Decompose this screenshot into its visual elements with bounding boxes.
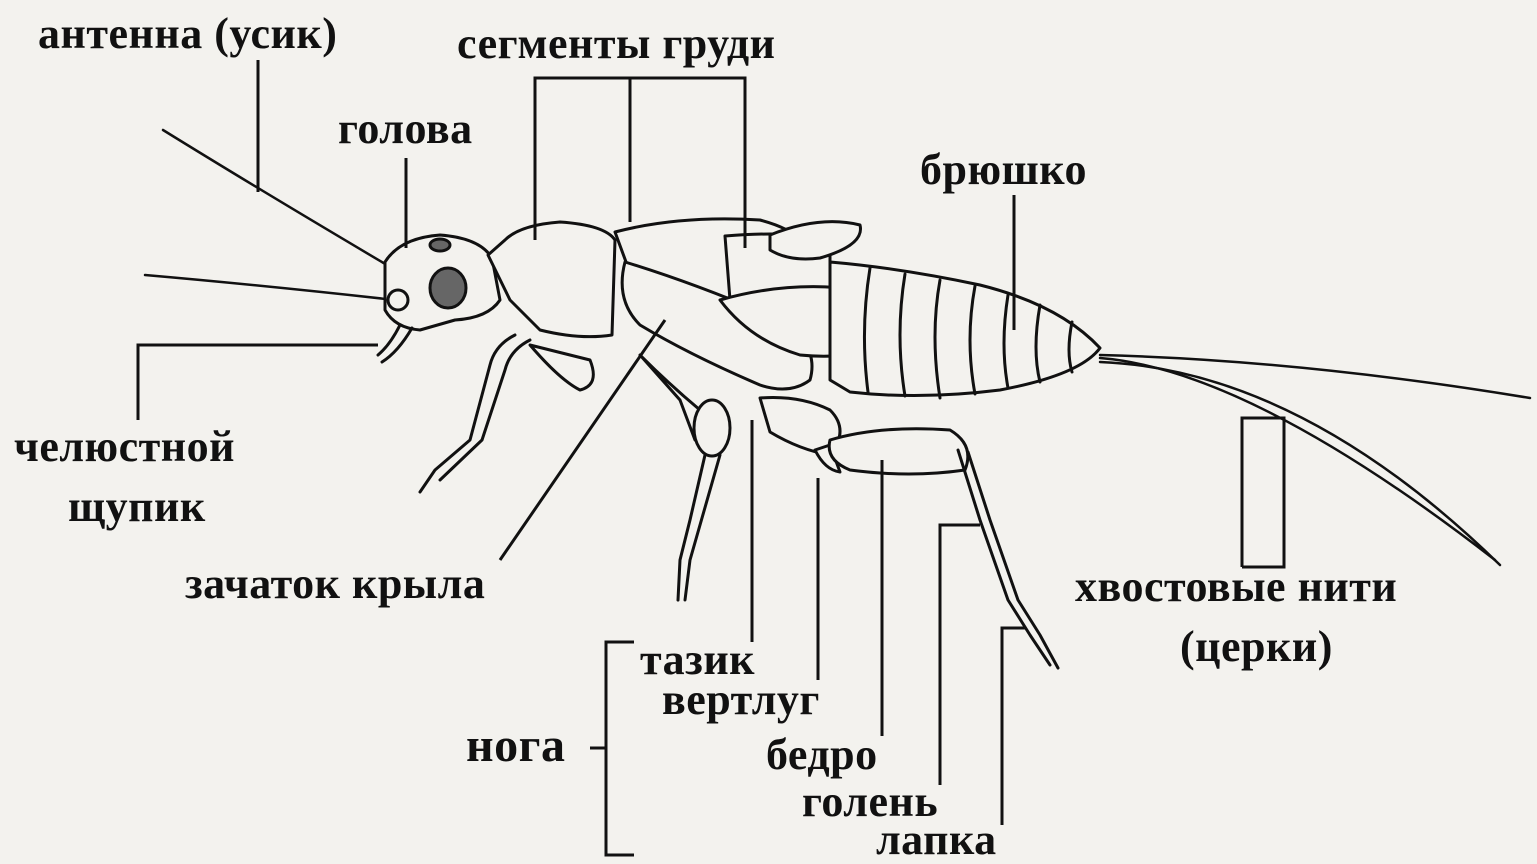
femur-label: бедро [766,733,878,777]
head-drawing [378,235,500,362]
middle-leg-drawing [640,355,730,600]
tarsus-label: лапка [876,818,997,862]
leader-lines [138,60,1284,855]
palp-label-line2: щупик [68,485,206,529]
head-label: голова [338,107,473,151]
antenna-drawing [145,130,395,300]
tibia-leader [940,525,980,785]
cerci-label-line2: (церки) [1180,625,1333,669]
trochanter-label: вертлуг [662,678,820,722]
front-leg-drawing [420,335,593,492]
cerci-bracket [1242,418,1284,567]
thorax-segments-label: сегменты груди [457,22,776,66]
tarsus-leader [1002,628,1025,825]
wing-bud-leader [500,320,665,560]
antenna-label: антенна (усик) [38,12,337,56]
wing-bud-label: зачаток крыла [185,562,485,606]
palp-label-line1: челюстной [14,425,235,469]
palp-leader [138,345,378,420]
leg-label: нога [466,722,565,770]
abdomen-drawing [830,262,1100,398]
abdomen-label: брюшко [920,148,1087,192]
cerci-drawing [1100,355,1530,565]
leg-bracket [606,642,634,855]
cerci-label-line1: хвостовые нити [1075,565,1397,609]
